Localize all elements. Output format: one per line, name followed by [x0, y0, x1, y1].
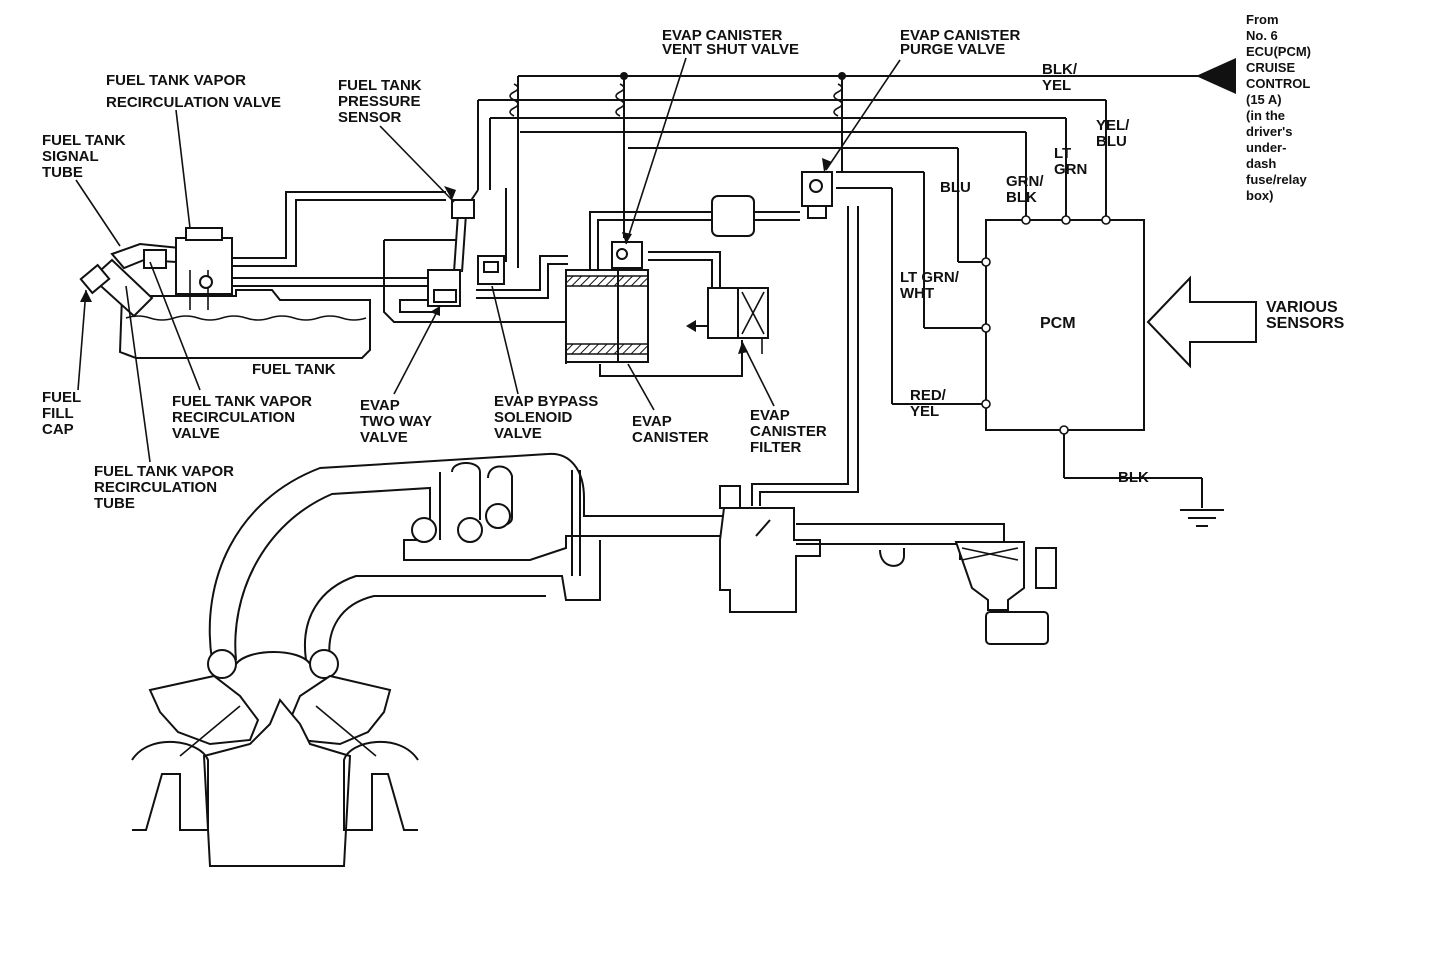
label-from-ecu: From No. 6 ECU(PCM) CRUISE CONTROL (15 A…: [1246, 12, 1315, 203]
label-grn-blk: GRN/BLK: [1006, 173, 1044, 206]
vapor-lines: [232, 191, 859, 506]
purge-valve-body: [801, 171, 833, 219]
label-fuel-tank: FUEL TANK: [252, 361, 336, 378]
engine-block: [131, 649, 419, 867]
canister-filter-body: [686, 287, 769, 354]
power-source-arrow: [1196, 58, 1236, 94]
fuel-tank: [79, 242, 371, 359]
label-blk: BLK: [1118, 469, 1149, 486]
wiring: [465, 72, 1224, 527]
bypass-solenoid-body: [477, 255, 505, 285]
label-pcm: PCM: [1040, 315, 1076, 332]
pcm-module: [981, 215, 1145, 435]
two-way-valve-body: [427, 269, 461, 307]
label-blk-yel: BLK/YEL: [1042, 61, 1078, 94]
vapor-recirc-valve: [143, 227, 233, 310]
pressure-sensor-body: [451, 199, 475, 219]
label-yel-blu: YEL/BLU: [1096, 117, 1130, 150]
various-sensors-arrow: [1146, 275, 1257, 369]
label-red-yel: RED/YEL: [910, 387, 947, 420]
label-lt-grn-wht: LT GRN/WHT: [900, 269, 960, 302]
purge-line-filter: [711, 195, 755, 237]
leader-lines: [75, 57, 901, 463]
label-blu: BLU: [940, 179, 971, 196]
vent-shut-valve-body: [611, 241, 643, 269]
intake-manifold: [208, 452, 1057, 661]
evap-canister-body: [565, 269, 649, 363]
